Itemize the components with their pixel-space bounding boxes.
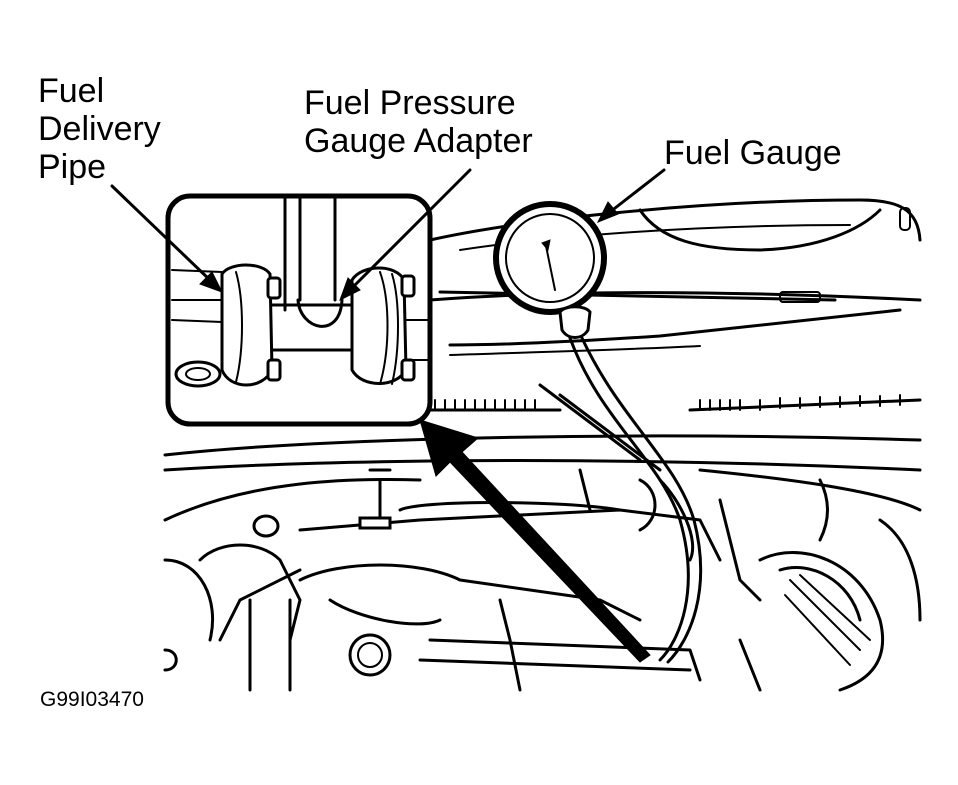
label-line: Fuel (38, 72, 105, 110)
location-arrow (419, 419, 651, 663)
leader-arrows (110, 168, 666, 302)
gauge-hose (568, 336, 703, 664)
figure-code: G99I03470 (40, 688, 144, 711)
hood-lines (163, 434, 922, 522)
label-line: Pipe (38, 148, 107, 186)
label-line: Fuel Pressure (304, 84, 516, 122)
label-fuel-pressure-gauge-adapter: Fuel Pressure Gauge Adapter (304, 84, 533, 160)
cowl-grille (428, 394, 922, 412)
fuel-gauge-icon (493, 201, 607, 339)
label-fuel-delivery-pipe: Fuel Delivery Pipe (38, 72, 161, 186)
label-line: Gauge Adapter (304, 122, 533, 160)
label-line: Delivery (38, 110, 161, 148)
inset-detail-box (165, 193, 433, 427)
wiper-arm (448, 308, 902, 472)
engine-components (163, 468, 922, 692)
label-fuel-gauge: Fuel Gauge (664, 134, 842, 172)
